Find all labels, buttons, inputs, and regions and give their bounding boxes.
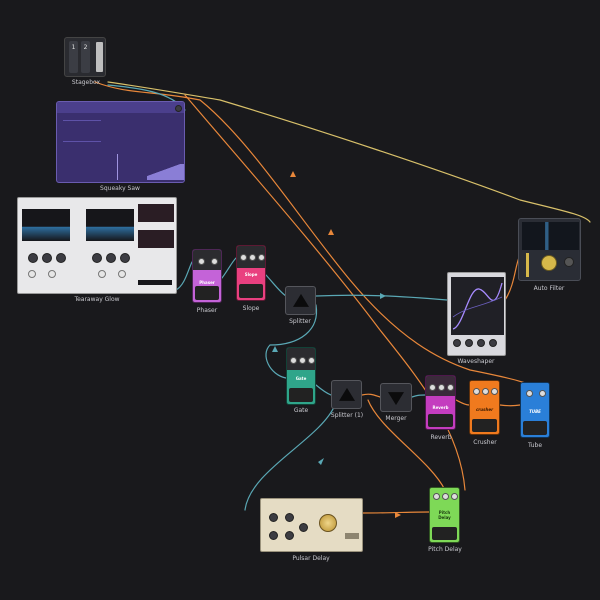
pulsar-knob[interactable] (269, 513, 278, 522)
glow-knob-small[interactable] (118, 270, 126, 278)
glow-spectrum-right (86, 209, 134, 241)
pitch-delay-face-text: Pitch Delay (438, 510, 451, 520)
glow-knob[interactable] (56, 253, 66, 263)
tube-pedal[interactable]: TUBE (520, 382, 550, 438)
autofilter-fader[interactable] (526, 253, 529, 277)
crusher-label: Crusher (473, 439, 497, 446)
splitter-triangle-icon (292, 293, 309, 307)
auto-filter-label: Auto Filter (533, 285, 565, 292)
stagebox-brand-strip (96, 42, 103, 72)
cable-pulsar-to-pitchdelay[interactable] (362, 511, 430, 514)
cable-splitter1-to-merger[interactable] (361, 393, 381, 398)
pitch-delay-label: Pitch Delay (428, 546, 462, 553)
waveshaper-knob[interactable] (453, 339, 461, 347)
pulsar-knob[interactable] (299, 523, 308, 532)
cable-splitter-to-waveshaper[interactable] (315, 294, 448, 301)
glow-knob-small[interactable] (98, 270, 106, 278)
stagebox-label: Stagebox (71, 79, 101, 86)
glow-knob[interactable] (42, 253, 52, 263)
pulsar-delay-label: Pulsar Delay (292, 555, 330, 562)
glow-knob[interactable] (92, 253, 102, 263)
glow-spectrum-left (22, 209, 70, 241)
squeaky-saw-module[interactable] (56, 101, 185, 183)
reverb-face-text: Reverb (432, 405, 449, 410)
stagebox-channel-2: 2 (83, 44, 88, 51)
crusher-face-text: crusher (475, 407, 494, 412)
glow-knob[interactable] (28, 253, 38, 263)
pulsar-knob[interactable] (285, 531, 294, 540)
glow-knob[interactable] (106, 253, 116, 263)
cable-squeakysaw-to-pitchdelay[interactable] (184, 94, 466, 491)
pulsar-knob[interactable] (285, 513, 294, 522)
splitter-module[interactable] (285, 286, 316, 315)
splitter-1-triangle-icon (338, 387, 355, 401)
tearaway-glow-label: Tearaway Glow (74, 296, 120, 303)
cable-merger-to-reverb[interactable] (411, 394, 426, 398)
autofilter-display (522, 222, 579, 250)
tube-face-text: TUBE (529, 409, 541, 414)
pulsar-logo (345, 533, 359, 539)
stagebox-channel-1: 1 (71, 44, 76, 51)
glow-knob[interactable] (120, 253, 130, 263)
cable-phaser-to-slope[interactable] (221, 257, 237, 279)
splitter-label: Splitter (289, 318, 311, 325)
slope-label: Slope (242, 305, 260, 312)
glow-knob-small[interactable] (48, 270, 56, 278)
gate-label: Gate (293, 407, 309, 414)
glow-knob-small[interactable] (28, 270, 36, 278)
saw-envelope-display (117, 154, 148, 180)
splitter-1-label: Splitter (1) (330, 412, 364, 419)
waveshaper-module[interactable] (447, 272, 506, 356)
saw-param-rows (63, 120, 101, 142)
saw-knob[interactable] (175, 105, 182, 112)
merger-module[interactable] (380, 383, 412, 412)
phaser-pedal[interactable]: Phaser (192, 249, 222, 303)
autofilter-knob[interactable] (564, 257, 574, 267)
auto-filter-module[interactable] (518, 218, 581, 281)
splitter-1-module[interactable] (331, 380, 362, 409)
phaser-face-text: Phaser (199, 280, 215, 285)
waveshaper-label: Waveshaper (457, 358, 495, 365)
waveshaper-knob[interactable] (477, 339, 485, 347)
reverb-pedal[interactable]: Reverb (425, 375, 456, 430)
cable-splitter1-to-pulsar[interactable] (244, 404, 336, 511)
cable-gate-to-splitter1[interactable] (315, 384, 332, 396)
pulsar-knob[interactable] (269, 531, 278, 540)
glow-fx-display-bottom (138, 230, 174, 248)
stagebox-module[interactable]: 1 2 (64, 37, 106, 77)
cable-reverb-to-crusher[interactable] (455, 399, 470, 406)
glow-fx-display-top (138, 204, 174, 222)
glow-readout (138, 280, 172, 285)
slope-face-text: Slope (244, 272, 258, 277)
gate-face-text: Gate (295, 376, 307, 381)
phaser-label: Phaser (196, 307, 218, 314)
waveshaper-knob[interactable] (489, 339, 497, 347)
pulsar-gold-knob[interactable] (319, 514, 337, 532)
reverb-label: Reverb (430, 434, 452, 441)
squeaky-saw-label: Squeaky Saw (100, 185, 140, 192)
autofilter-gold-knob[interactable] (541, 255, 557, 271)
tube-label: Tube (527, 442, 543, 449)
waveshaper-knob[interactable] (465, 339, 473, 347)
cable-slope-to-splitter[interactable] (265, 274, 287, 297)
waveshaper-curve-display (451, 277, 504, 335)
cable-tearaway-to-phaser[interactable] (175, 261, 193, 291)
gate-pedal[interactable]: Gate (286, 347, 316, 405)
cable-crusher-to-tube[interactable] (499, 404, 521, 407)
slope-pedal[interactable]: Slope (236, 245, 266, 301)
merger-label: Merger (385, 415, 407, 422)
tearaway-glow-module[interactable] (17, 197, 177, 294)
pulsar-delay-module[interactable] (260, 498, 363, 552)
saw-filter-display (147, 164, 184, 180)
crusher-pedal[interactable]: crusher (469, 380, 500, 435)
merger-triangle-icon (388, 391, 404, 405)
pitch-delay-pedal[interactable]: Pitch Delay (429, 487, 460, 543)
